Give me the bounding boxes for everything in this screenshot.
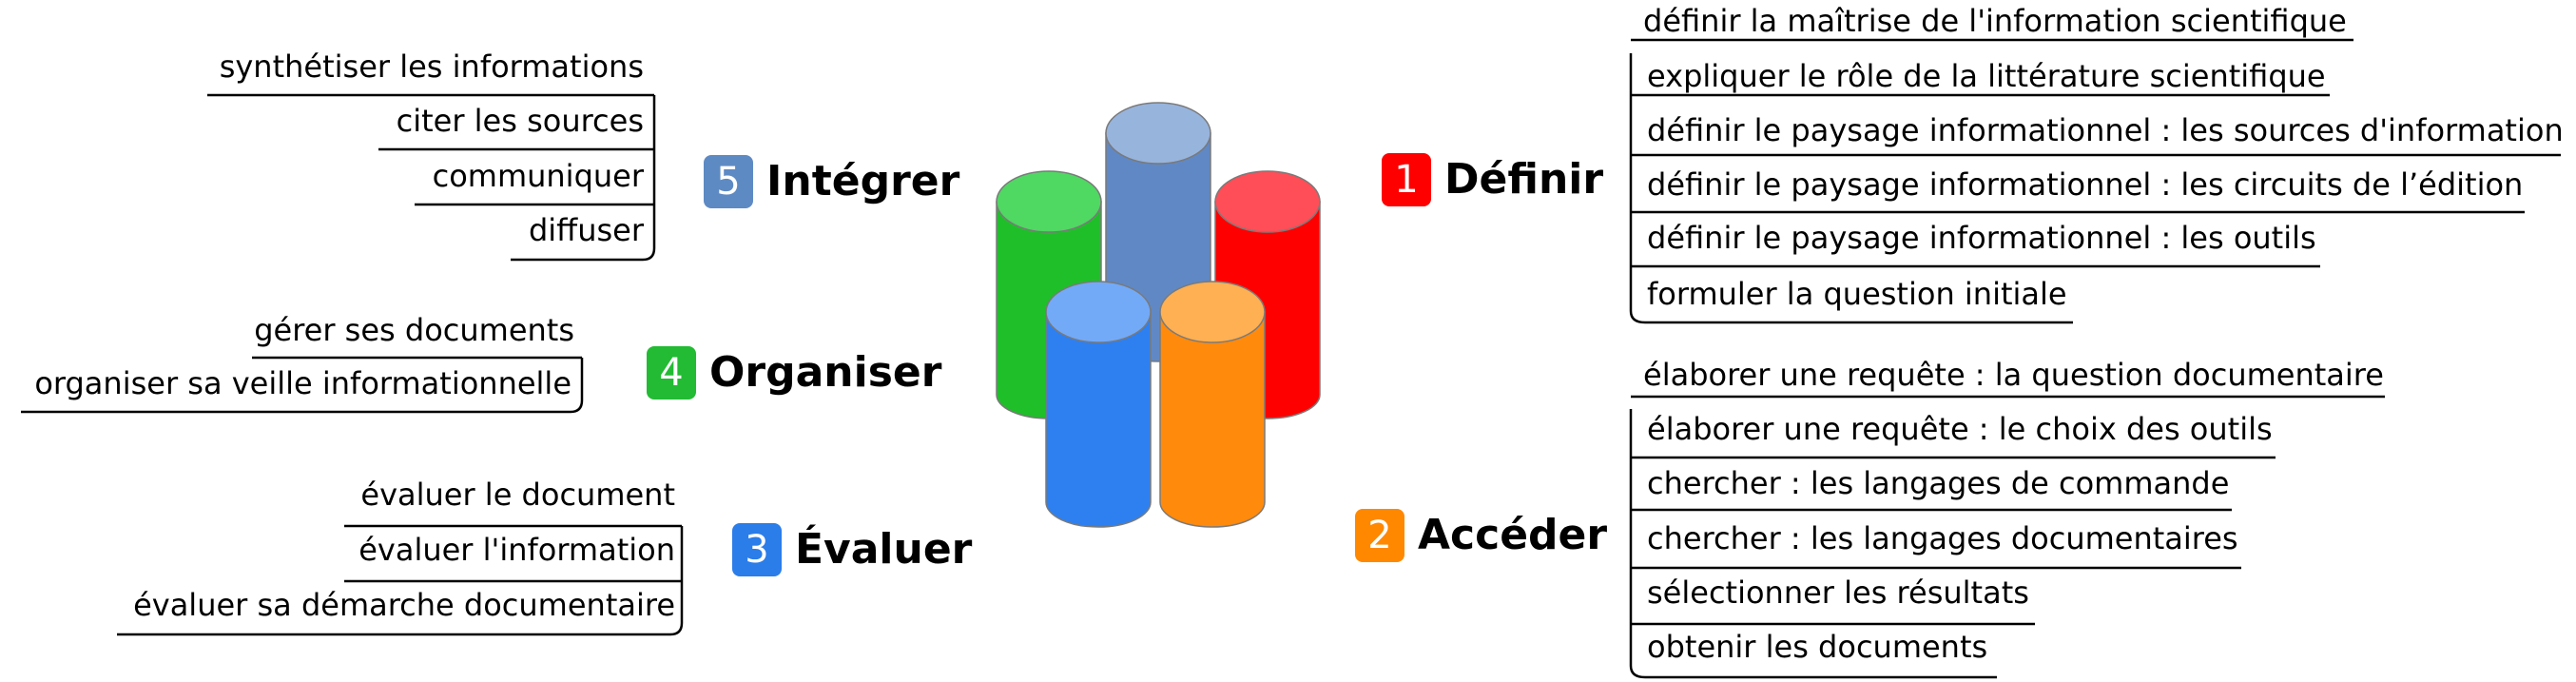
evaluer-item-3[interactable]: évaluer sa démarche documentaire	[133, 587, 675, 623]
branch-acceder[interactable]: 2 Accéder	[1355, 509, 1607, 562]
acceder-number-badge: 2	[1355, 509, 1404, 562]
branch-definir[interactable]: 1 Définir	[1382, 153, 1603, 206]
branch-organiser[interactable]: 4 Organiser	[647, 346, 941, 399]
integrer-item-2[interactable]: citer les sources	[396, 103, 644, 139]
acceder-label: Accéder	[1418, 511, 1608, 559]
evaluer-label: Évaluer	[795, 525, 973, 574]
integrer-bracket	[642, 95, 656, 262]
integrer-item-4[interactable]: diffuser	[528, 212, 644, 248]
organiser-number-badge: 4	[647, 346, 696, 399]
integrer-number-badge: 5	[704, 155, 753, 208]
evaluer-number-badge: 3	[732, 523, 782, 576]
definir-item-5[interactable]: définir le paysage informationnel : les …	[1647, 220, 2316, 256]
acceder-item-2[interactable]: élaborer une requête : le choix des outi…	[1647, 411, 2273, 447]
acceder-item-4[interactable]: chercher : les langages documentaires	[1647, 520, 2238, 556]
organiser-label: Organiser	[709, 348, 942, 397]
evaluer-bracket	[669, 526, 684, 636]
integrer-item-3[interactable]: communiquer	[432, 158, 644, 194]
definir-item-2[interactable]: expliquer le rôle de la littérature scie…	[1647, 58, 2326, 94]
definir-item-6[interactable]: formuler la question initiale	[1647, 276, 2067, 312]
evaluer-item-1[interactable]: évaluer le document	[360, 477, 675, 513]
definir-number-badge: 1	[1382, 153, 1431, 206]
integrer-item-1[interactable]: synthétiser les informations	[219, 49, 644, 85]
definir-label: Définir	[1444, 155, 1604, 204]
definir-item-1[interactable]: définir la maîtrise de l'information sci…	[1643, 3, 2347, 39]
acceder-bracket	[1629, 409, 1646, 679]
definir-bracket	[1629, 53, 1646, 324]
integrer-label: Intégrer	[766, 157, 960, 205]
definir-item-3[interactable]: définir le paysage informationnel : les …	[1647, 112, 2564, 148]
acceder-item-6[interactable]: obtenir les documents	[1647, 629, 1988, 665]
organiser-item-2[interactable]: organiser sa veille informationnelle	[34, 365, 571, 401]
acceder-item-5[interactable]: sélectionner les résultats	[1647, 575, 2029, 611]
organiser-bracket	[570, 358, 584, 414]
organiser-item-1[interactable]: gérer ses documents	[254, 312, 574, 348]
definir-item-4[interactable]: définir le paysage informationnel : les …	[1647, 166, 2524, 203]
acceder-item-3[interactable]: chercher : les langages de commande	[1647, 465, 2230, 501]
evaluer-item-2[interactable]: évaluer l'information	[358, 532, 675, 568]
branch-integrer[interactable]: 5 Intégrer	[704, 155, 959, 208]
acceder-item-1[interactable]: élaborer une requête : la question docum…	[1643, 357, 2384, 393]
branch-evaluer[interactable]: 3 Évaluer	[732, 523, 972, 576]
